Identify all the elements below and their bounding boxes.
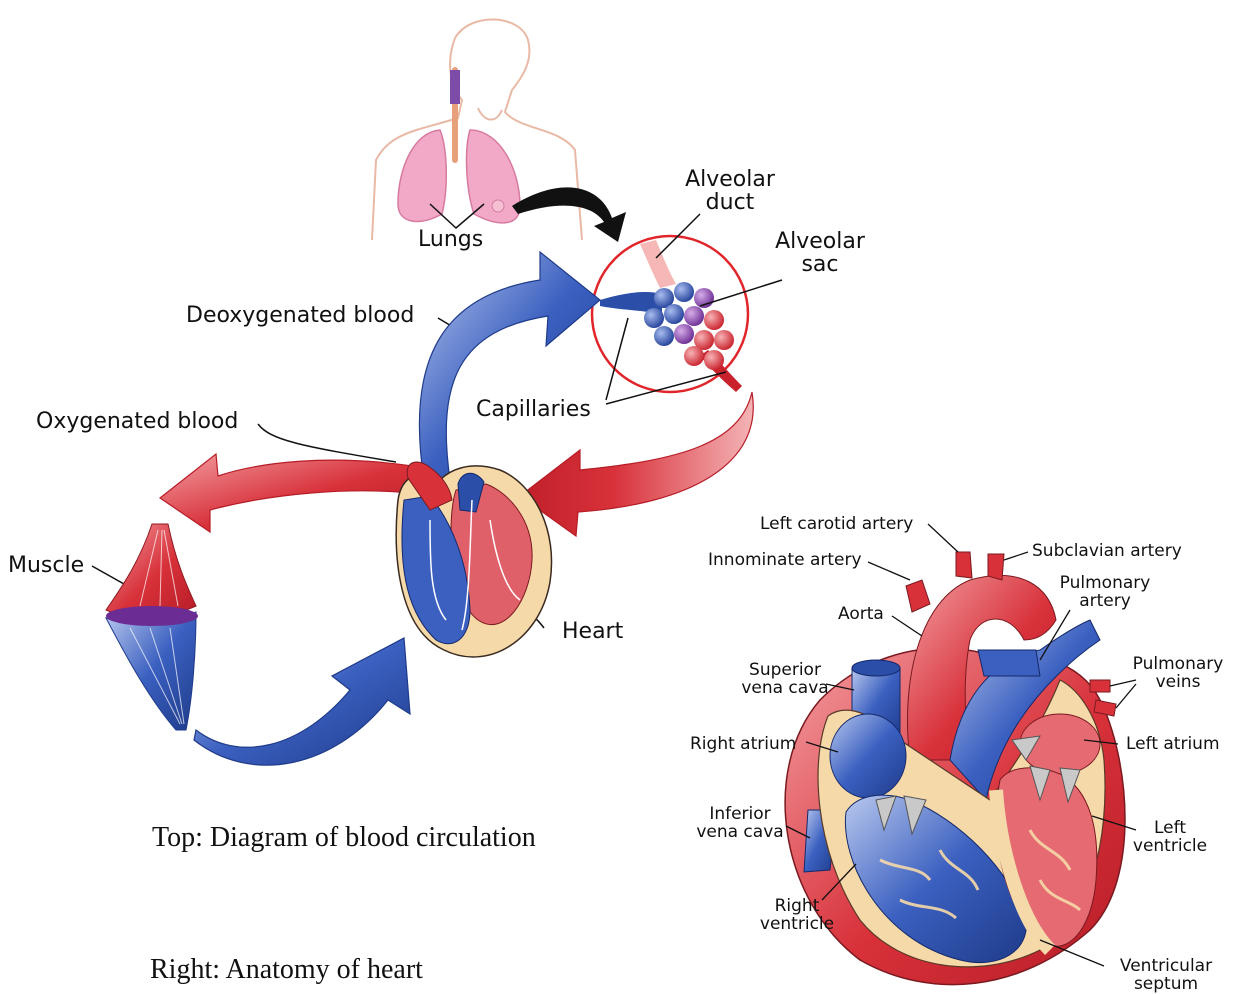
alveolar-duct-line1: Alveolar xyxy=(680,168,780,191)
caption-top: Top: Diagram of blood circulation xyxy=(152,822,536,854)
left-ventricle-line2: ventricle xyxy=(1120,838,1220,856)
alveolar-sac-line2: sac xyxy=(770,253,870,276)
heart-label: Heart xyxy=(562,620,623,643)
capillaries-label: Capillaries xyxy=(476,398,591,421)
ventricular-septum-line2: septum xyxy=(1106,976,1226,994)
alveolar-duct-label: Alveolar duct xyxy=(680,168,780,214)
muscle-label: Muscle xyxy=(8,554,84,577)
trachea-purple xyxy=(450,70,460,104)
innominate-artery-label: Innominate artery xyxy=(708,552,862,570)
left-carotid-artery-label: Left carotid artery xyxy=(760,516,913,534)
subclavian-artery-label: Subclavian artery xyxy=(1032,543,1182,561)
deoxygenated-blood-label: Deoxygenated blood xyxy=(186,304,414,327)
left-ventricle-label: Left ventricle xyxy=(1120,820,1220,856)
right-atrium-label: Right atrium xyxy=(690,736,796,754)
right-ventricle-label: Right ventricle xyxy=(752,898,842,934)
lung-marker xyxy=(492,200,504,212)
inferior-vena-cava-label: Inferior vena cava xyxy=(690,806,790,842)
oxygenated-blood-label: Oxygenated blood xyxy=(36,410,238,433)
muscle-shape xyxy=(106,524,198,730)
caption-right: Right: Anatomy of heart xyxy=(150,954,423,986)
deoxygenated-return-arrow xyxy=(194,638,410,765)
left-atrium-label: Left atrium xyxy=(1126,736,1220,754)
aorta-label: Aorta xyxy=(838,606,884,624)
alveolar-sac-label: Alveolar sac xyxy=(770,230,870,276)
lungs-label: Lungs xyxy=(418,228,483,251)
black-curved-arrow xyxy=(512,187,626,242)
deoxygenated-arrow xyxy=(419,252,600,480)
superior-vena-cava-label: Superior vena cava xyxy=(740,662,830,698)
pulmonary-artery-line2: artery xyxy=(1050,593,1160,611)
oxygenated-to-muscle-arrow xyxy=(160,454,420,532)
pulmonary-veins-label: Pulmonary veins xyxy=(1128,656,1228,692)
inferior-vena-cava-line2: vena cava xyxy=(690,824,790,842)
ventricular-septum-label: Ventricular septum xyxy=(1106,958,1226,994)
pulmonary-veins-line2: veins xyxy=(1128,674,1228,692)
circulation-heart xyxy=(396,462,551,657)
alveolar-sac-line1: Alveolar xyxy=(770,230,870,253)
superior-vena-cava-line2: vena cava xyxy=(740,680,830,698)
right-ventricle-line2: ventricle xyxy=(752,916,842,934)
alveolar-duct-line2: duct xyxy=(680,191,780,214)
pulmonary-artery-label: Pulmonary artery xyxy=(1050,575,1160,611)
